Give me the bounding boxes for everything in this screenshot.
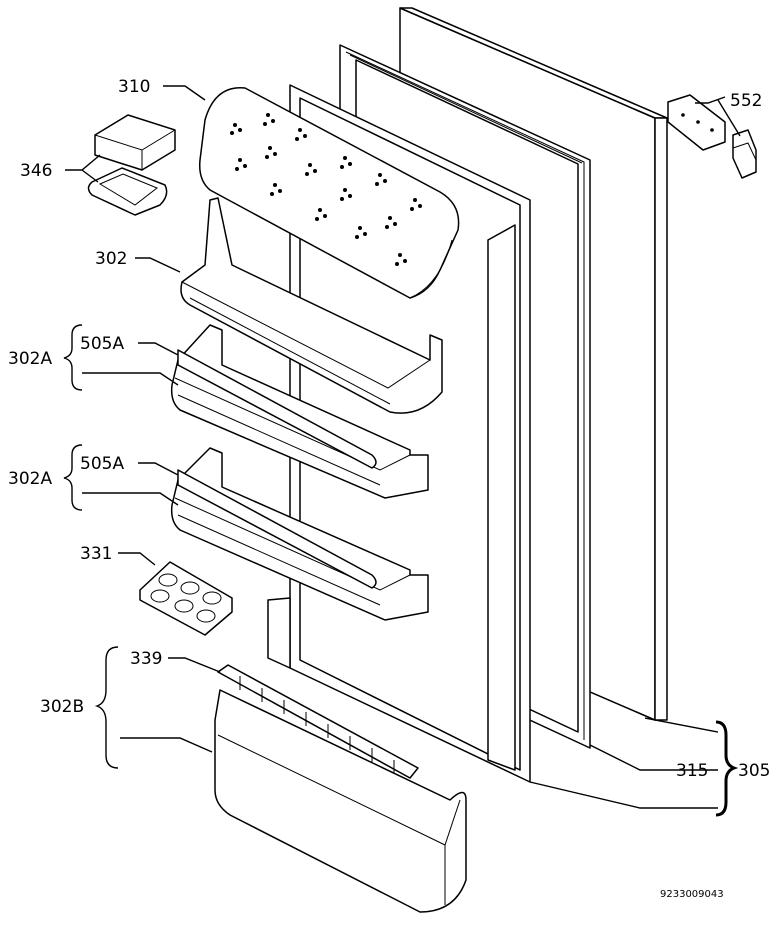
- egg-tray: [139, 561, 233, 636]
- label-505a-lower: 505A: [80, 454, 124, 474]
- door-shelf-302: [180, 197, 443, 414]
- label-339: 339: [130, 649, 162, 669]
- bottle-shelf-302b: [214, 689, 467, 913]
- label-505a-upper: 505A: [80, 334, 124, 354]
- label-346: 346: [20, 161, 52, 181]
- dairy-compartment-cover: [198, 87, 460, 299]
- label-305: 305: [738, 761, 770, 781]
- label-302b: 302B: [40, 697, 84, 717]
- door-shelf-302a-upper: [170, 324, 429, 499]
- label-310: 310: [118, 77, 150, 97]
- label-302a-lower: 302A: [8, 469, 52, 489]
- hinge-bracket: [667, 94, 757, 179]
- braces: [63, 324, 739, 817]
- label-552: 552: [730, 91, 762, 111]
- label-315: 315: [676, 761, 708, 781]
- part-labels: 310 346 302 302A 505A 302A 505A 331 339 …: [8, 77, 770, 900]
- label-302: 302: [95, 249, 127, 269]
- door-shelf-302a-lower: [170, 447, 429, 621]
- drawing-number: 9233009043: [660, 889, 724, 900]
- bottle-retainer: [217, 664, 419, 779]
- butter-box: [87, 114, 176, 216]
- leader-lines: [65, 85, 741, 809]
- label-302a-upper: 302A: [8, 349, 52, 369]
- label-331: 331: [80, 544, 112, 564]
